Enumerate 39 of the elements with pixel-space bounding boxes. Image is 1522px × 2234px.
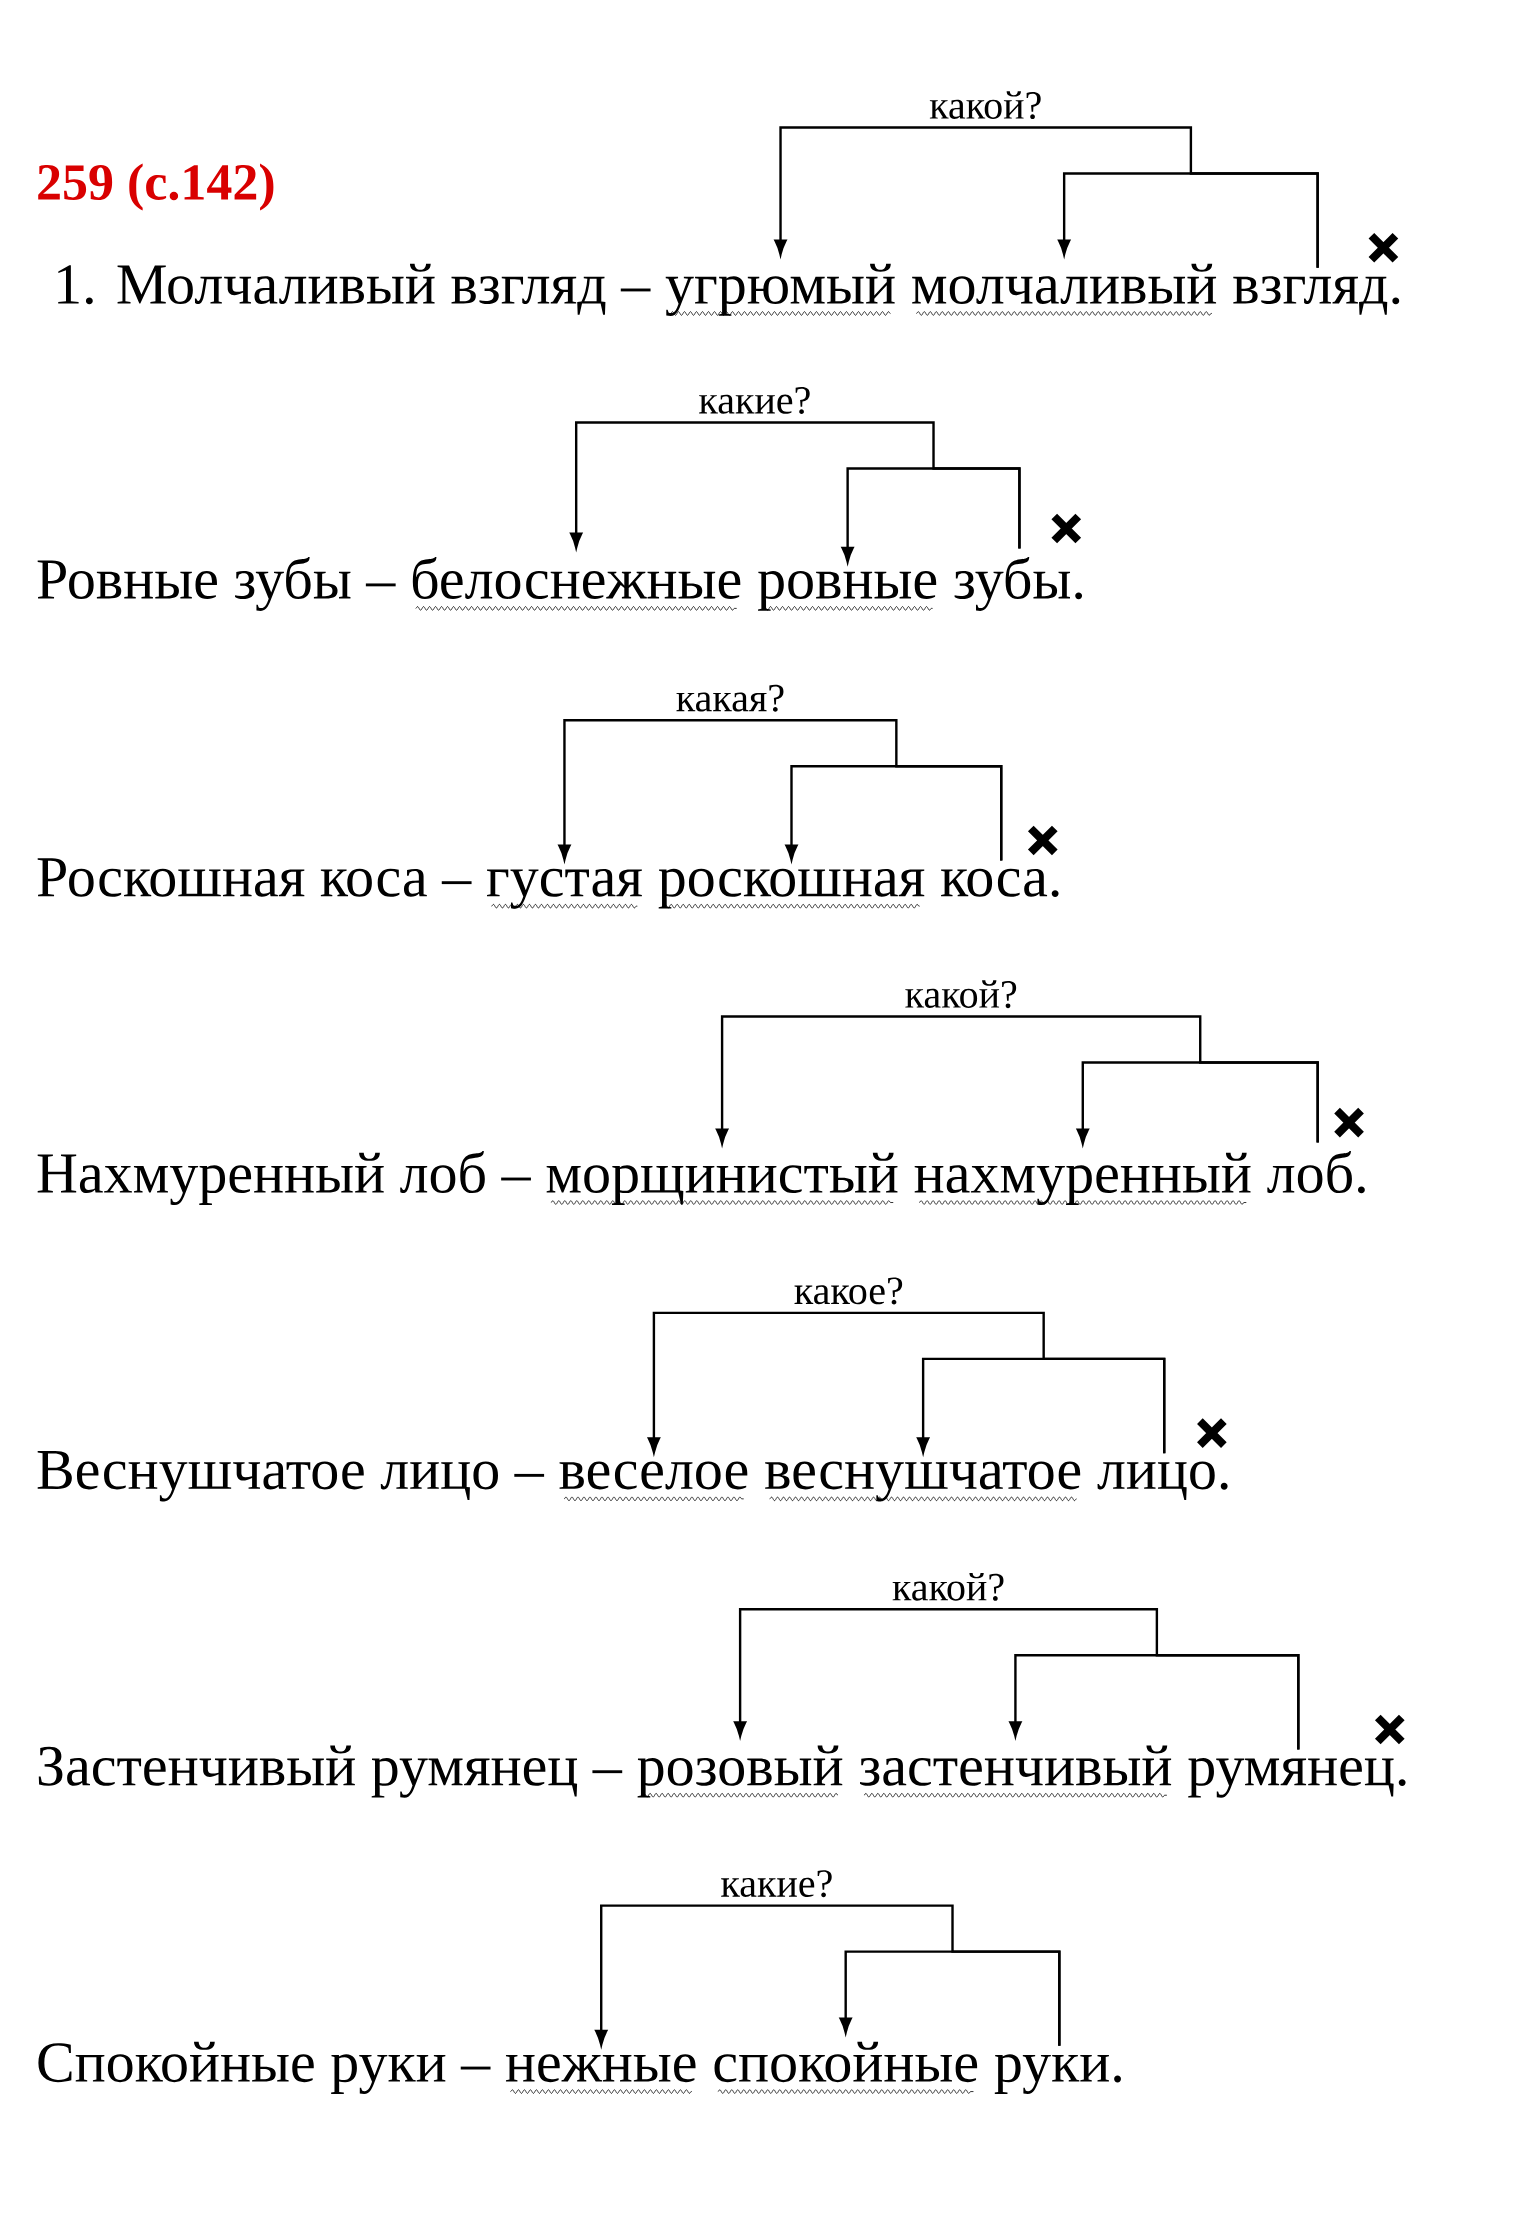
adjective-word: веснушчатое	[765, 1461, 1081, 1502]
question-label: какая?	[673, 682, 788, 714]
noun-word: лицо.	[1097, 1461, 1228, 1501]
adjective-word: белоснежные	[413, 556, 741, 611]
question-label: какой?	[890, 1570, 1008, 1603]
exercise-number: 259 (с.142)	[38, 163, 274, 211]
bracket-arrow	[734, 1608, 1300, 1750]
adjective-word: молчаливый	[912, 263, 1217, 316]
adjective-word: роскошная	[658, 868, 925, 909]
adjective-word: нахмуренный	[914, 1152, 1251, 1206]
noun-word: руки.	[995, 2054, 1122, 2095]
phrase-text: Застенчивый румянец –	[38, 1745, 623, 1798]
adjective-word: застенчивый	[860, 1745, 1172, 1798]
adjective-word: спокойные	[714, 2041, 978, 2094]
adjective-word: ровные	[758, 571, 937, 611]
adjective-word: густая	[487, 868, 643, 909]
phrase-text: Спокойные руки –	[38, 2041, 491, 2095]
phrase-text: Нахмуренный лоб –	[37, 1151, 532, 1206]
phrase-text: Ровные зубы –	[37, 556, 396, 611]
adjective-word: морщинистый	[546, 1152, 898, 1205]
noun-word: лоб.	[1267, 1151, 1365, 1194]
bracket-arrow	[774, 126, 1319, 268]
question-label: какие?	[718, 1868, 836, 1900]
noun-word: румянец.	[1188, 1757, 1406, 1798]
phrase-text: Веснушчатое лицо –	[37, 1450, 545, 1502]
question-label: какие?	[696, 385, 814, 417]
question-label: какое?	[792, 1275, 906, 1307]
question-label: какой?	[927, 89, 1045, 122]
bracket-arrow	[647, 1311, 1166, 1454]
phrase-text: Роскошная коса –	[37, 858, 472, 897]
noun-word: коса.	[941, 868, 1059, 897]
question-label: какой?	[902, 978, 1020, 1011]
adjective-word: угрюмый	[665, 263, 895, 316]
noun-word: зубы.	[954, 556, 1083, 611]
adjective-word: розовый	[637, 1745, 843, 1798]
adjective-word: нежные	[506, 2054, 696, 2094]
noun-word: взгляд.	[1233, 276, 1400, 315]
phrase-text: 1. Молчаливый взгляд –	[58, 263, 651, 315]
adjective-word: веселое	[559, 1461, 748, 1502]
